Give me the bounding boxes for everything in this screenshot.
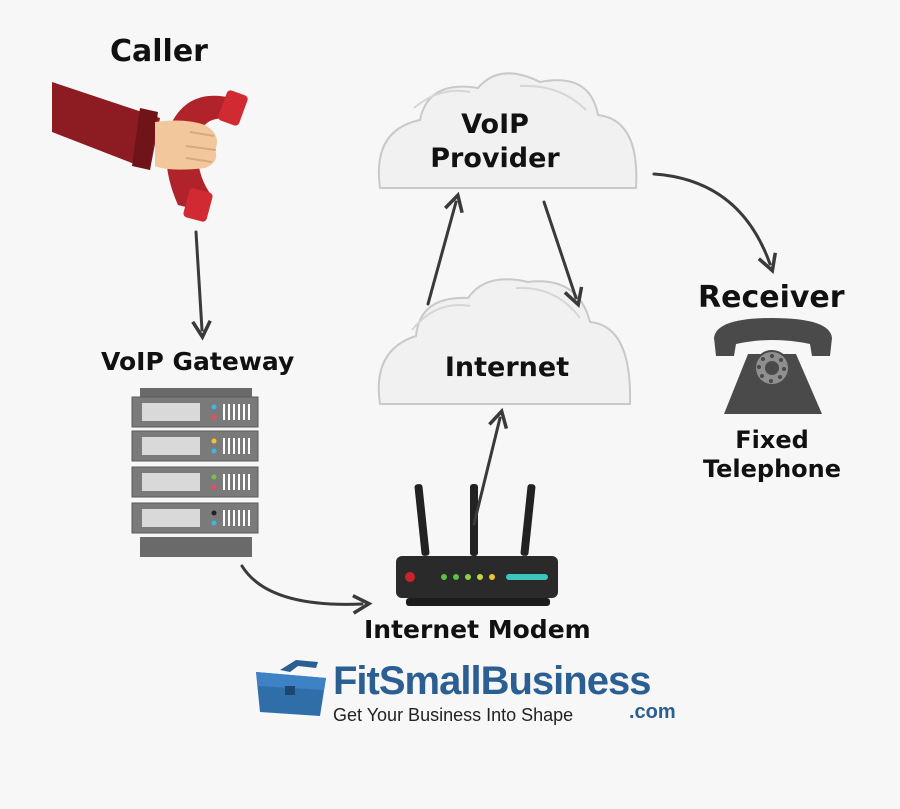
gateway-label: VoIP Gateway (101, 347, 295, 376)
internet-cloud-icon (377, 278, 632, 405)
receiver-title: Receiver (698, 280, 845, 315)
telephone-label-line2: Telephone (702, 455, 842, 483)
modem-label: Internet Modem (364, 615, 591, 644)
arrow-provider-to-internet (542, 200, 576, 298)
telephone-label: Fixed Telephone (703, 426, 841, 484)
server-rack-icon (131, 388, 259, 557)
provider-label-line2: Provider (430, 143, 560, 174)
provider-cloud-icon (377, 72, 638, 189)
brand-domain: .com (629, 701, 676, 723)
caller-title: Caller (110, 34, 208, 69)
arrow-provider-to-receiver (652, 172, 770, 264)
router-icon (396, 484, 558, 606)
provider-label-line1: VoIP (461, 109, 529, 140)
brand-name: FitSmallBusiness (333, 659, 651, 703)
arrow-caller-to-gateway (196, 230, 202, 330)
arrow-gateway-to-modem (240, 564, 362, 604)
provider-label: VoIP Provider (430, 108, 559, 176)
arrow-internet-to-provider (426, 202, 456, 306)
caller-hand-icon (52, 82, 248, 222)
arrow-modem-to-internet (472, 418, 500, 526)
flow-arrows (196, 172, 770, 604)
telephone-label-line1: Fixed (735, 426, 809, 454)
brand-tagline: Get Your Business Into Shape (333, 705, 574, 725)
brand-logo: FitSmallBusiness Get Your Business Into … (253, 657, 693, 727)
internet-label: Internet (444, 352, 570, 383)
telephone-icon (714, 318, 832, 414)
briefcase-logo-icon (256, 660, 326, 716)
